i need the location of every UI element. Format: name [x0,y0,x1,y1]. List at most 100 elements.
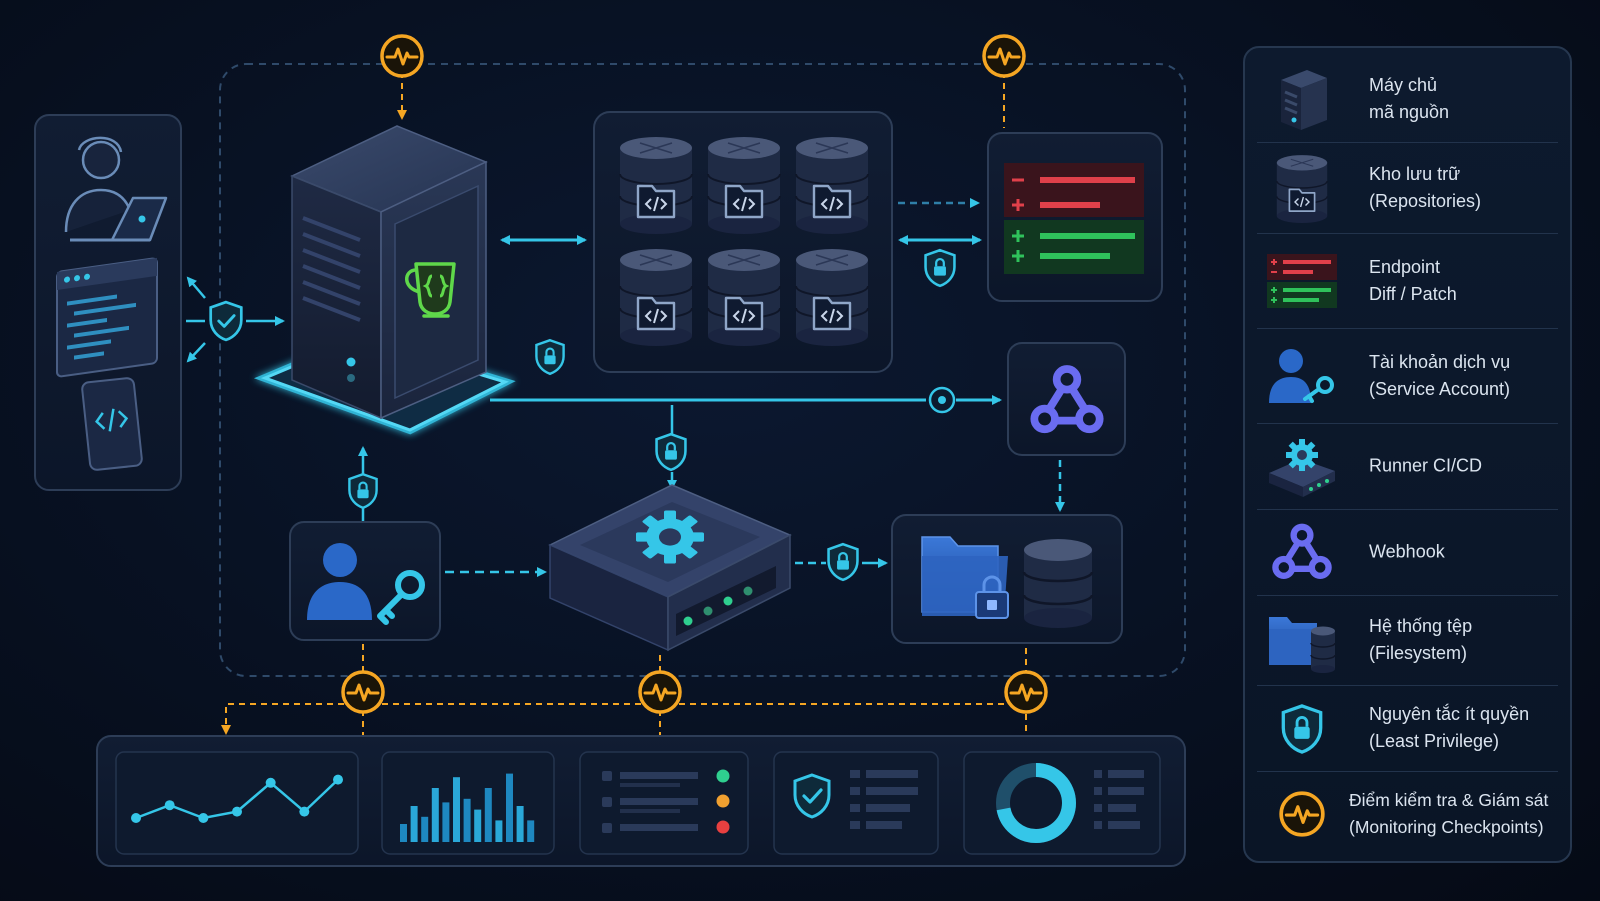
repository-icon [706,247,782,346]
bar [453,777,460,842]
diff-patch-endpoint [987,132,1163,302]
monitoring-checkpoint-icon [638,670,682,714]
monitoring-checkpoint-icon [341,670,385,714]
monitoring-dashboard [96,735,1186,867]
legend-label: Endpoint [1369,256,1441,277]
source-code-server [253,125,516,435]
shield-lock-icon [1281,704,1323,754]
mobile-code-icon [81,377,143,471]
runner-icon [1269,439,1335,497]
repository-icon [794,247,870,346]
repositories-panel [593,111,893,373]
line-point [265,777,276,788]
line-point [232,806,242,817]
bar [463,798,471,842]
repository-icon [618,247,694,346]
line-point [333,774,343,785]
service-account-node [289,521,441,641]
legend-label: Tài khoản dịch vụ [1369,351,1511,372]
bar [421,816,429,842]
webhook-trigger-node [928,386,956,414]
repository-icon [1267,153,1337,223]
server-icon [1281,70,1327,130]
clients-panel [34,114,182,491]
bar [474,809,482,842]
bar-chart [400,773,535,842]
bar [516,806,524,842]
legend-sublabel: (Least Privilege) [1369,731,1500,751]
client-auth-shield-icon [209,300,243,342]
line-chart [131,774,343,823]
repository-icon [618,135,694,234]
legend-label: Máy chủ [1369,75,1438,95]
legend-item-runner: Runner CI/CD [1257,423,1558,510]
donut-chart-widget [963,751,1161,855]
legend-item-monitoring: Điểm kiểm tra & Giám sát (Monitoring Che… [1257,771,1558,857]
legend-label: Điểm kiểm tra & Giám sát [1349,790,1549,810]
monitoring-checkpoint-icon [982,34,1026,78]
legend-item-least-privilege: Nguyên tắc ít quyền (Least Privilege) [1257,685,1558,772]
status-list-widget [579,751,749,855]
line-chart-widget [115,751,359,855]
legend-item-filesystem: Hệ thống tệp (Filesystem) [1257,595,1558,686]
donut-segment [996,763,1076,843]
webhook-icon [1267,517,1337,587]
status-error-indicator [716,820,730,834]
status-warn-indicator [716,794,730,808]
legend-sublabel: mã nguồn [1369,102,1450,122]
legend-item-webhook: Webhook [1257,509,1558,596]
security-status-widget [773,751,939,855]
monitoring-checkpoint-icon [1004,670,1048,714]
service-account-icon [1269,348,1334,403]
diff-shield-icon [924,248,956,288]
line-point [198,813,209,823]
bar [410,806,418,842]
trust-boundary [219,63,1186,677]
bar [484,788,492,842]
legend-label: Hệ thống tệp [1369,616,1473,636]
legend-label: Kho lưu trữ [1369,163,1461,184]
filesystem-shield-icon [827,542,859,582]
gear-icon [636,510,704,564]
filesystem-icon [1269,617,1336,673]
service-account-shield-icon [348,472,378,510]
client-access-connector [186,276,285,363]
legend-item-server: Máy chủ mã nguồn [1257,56,1558,143]
database-icon [1022,539,1094,628]
legend-label: Webhook [1369,541,1445,562]
line-point [131,813,141,823]
developer-laptop-icon [64,136,168,242]
bar [506,773,513,842]
diff-patch-icon [1267,253,1337,308]
folder-lock-icon [921,536,1009,619]
line-point [299,806,310,817]
legend-label: Runner CI/CD [1369,455,1483,476]
bar [442,802,450,842]
status-ok-indicator [716,769,730,783]
monitoring-checkpoint-icon [380,34,424,78]
service-account-icon [307,543,425,625]
monitoring-checkpoint-icon [1279,791,1325,837]
repository-icon [794,135,870,234]
server-shield-icon [535,338,565,376]
legend-sublabel: Diff / Patch [1369,283,1457,304]
legend-sublabel: (Monitoring Checkpoints) [1349,817,1544,837]
legend-sublabel: (Service Account) [1369,378,1511,399]
legend-item-repositories: Kho lưu trữ (Repositories) [1257,142,1558,234]
cicd-runner-node [548,484,792,652]
line-point [164,800,175,811]
legend-panel: Máy chủ mã nguồn Kho lưu trữ (Repositori… [1243,46,1572,863]
donut-chart [996,763,1076,843]
legend-sublabel: (Repositories) [1369,190,1482,211]
runner-shield-icon [655,432,687,472]
bar [527,820,535,842]
repository-icon [706,135,782,234]
legend-label: Nguyên tắc ít quyền [1369,704,1530,724]
legend-item-diff-patch: Endpoint Diff / Patch [1257,233,1558,329]
gitea-logo-icon [405,262,456,318]
bar [431,788,439,842]
security-shield-check-icon [793,773,831,819]
webhook-node [1007,342,1126,456]
